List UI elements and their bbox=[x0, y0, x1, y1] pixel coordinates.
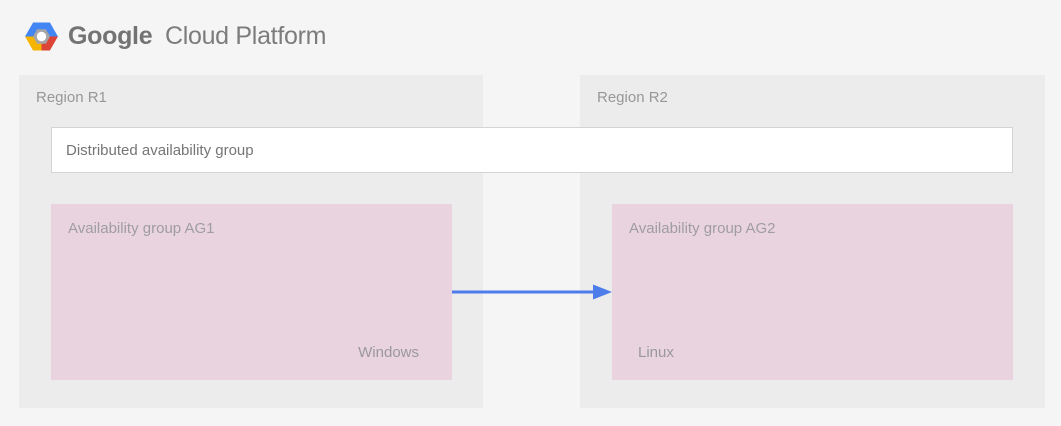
distributed-availability-group-box: Distributed availability group bbox=[51, 127, 1013, 173]
logo-text: Google Cloud Platform bbox=[68, 19, 326, 54]
gcp-logo: Google Cloud Platform bbox=[24, 19, 326, 54]
replication-arrow-icon bbox=[452, 284, 612, 300]
availability-group-ag2-box: Availability group AG2 Linux bbox=[612, 204, 1013, 380]
logo-product-text: Cloud Platform bbox=[164, 22, 327, 50]
availability-group-ag1-label: Availability group AG1 bbox=[68, 220, 215, 237]
ag2-os-label: Linux bbox=[638, 344, 674, 361]
region-r1-label: Region R1 bbox=[36, 89, 107, 106]
distributed-availability-group-label: Distributed availability group bbox=[66, 141, 254, 159]
gcp-hexagon-logo-icon bbox=[25, 22, 58, 51]
availability-group-ag1-box: Availability group AG1 Windows bbox=[51, 204, 452, 380]
availability-group-ag2-label: Availability group AG2 bbox=[629, 220, 776, 237]
ag1-os-label: Windows bbox=[358, 344, 419, 361]
logo-brand-text: Google bbox=[68, 22, 153, 50]
region-r2-label: Region R2 bbox=[597, 89, 668, 106]
